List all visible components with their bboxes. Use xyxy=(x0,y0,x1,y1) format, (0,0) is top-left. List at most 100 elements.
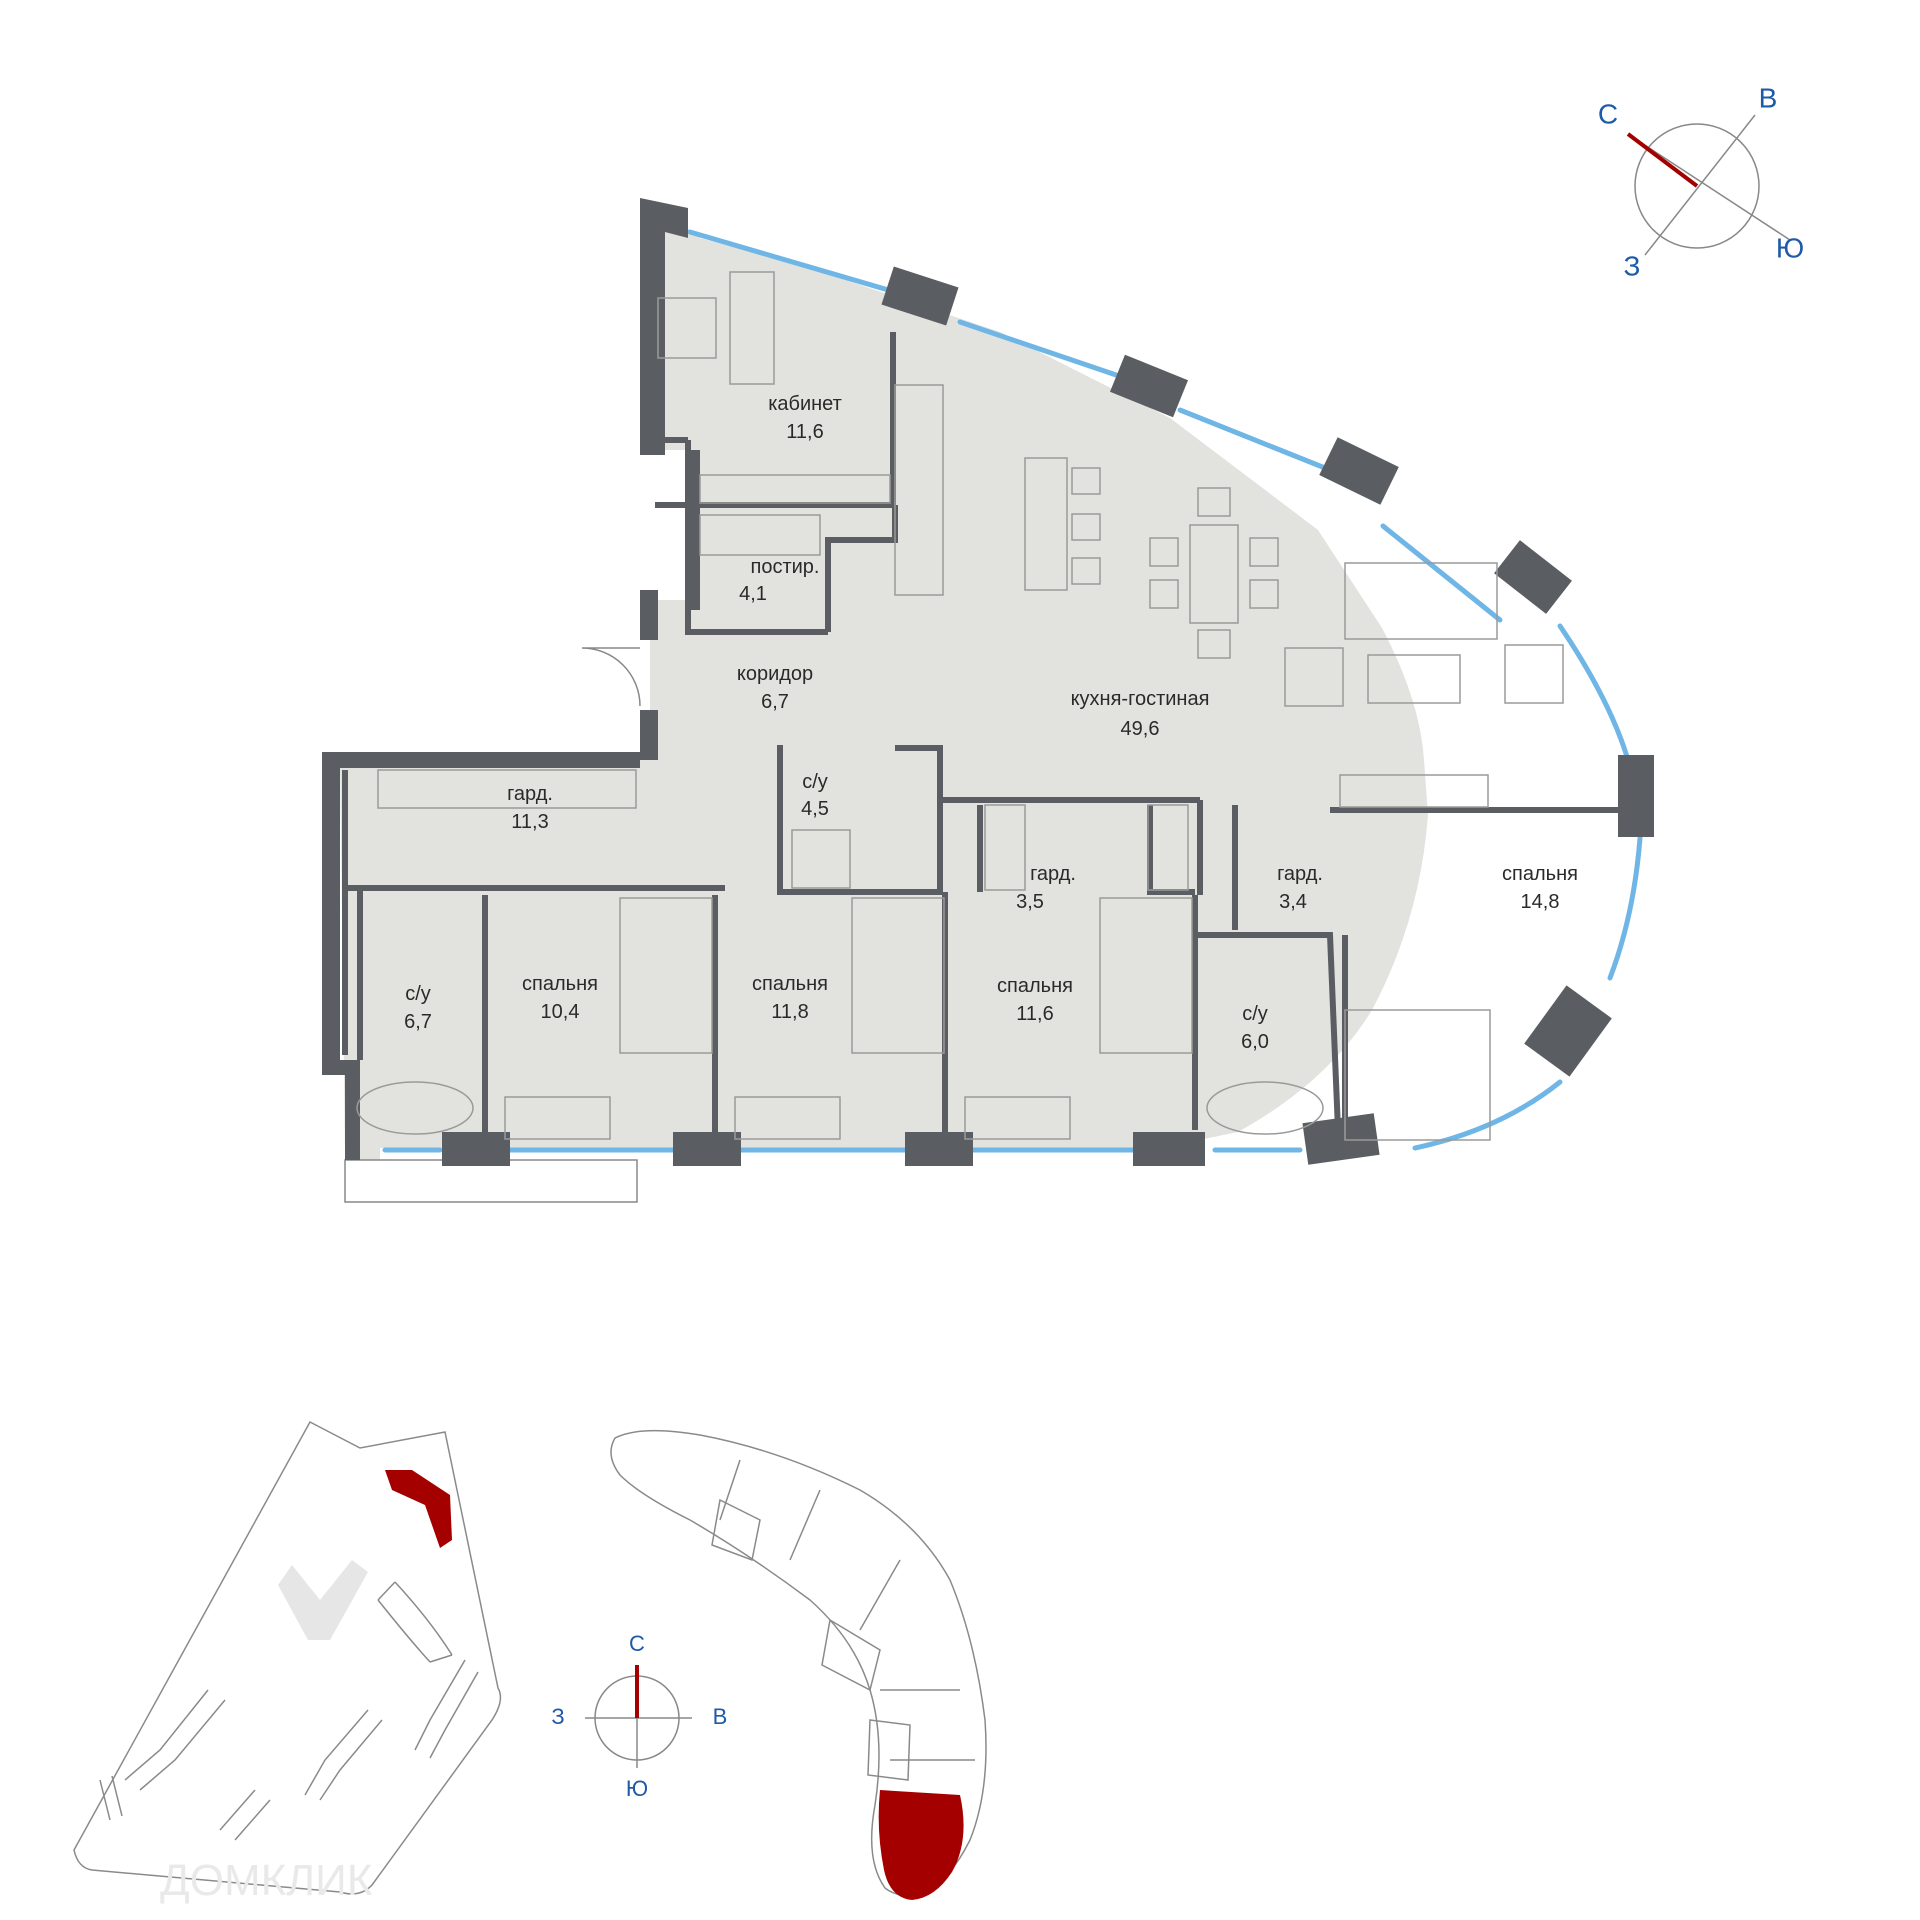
watermark: ДОМКЛИК xyxy=(160,1856,373,1905)
compass-small-south: Ю xyxy=(626,1776,648,1801)
dining-chair xyxy=(1197,487,1231,517)
room-labels: кабинет 11,6 постир. 4,1 коридор 6,7 кух… xyxy=(404,393,1578,1053)
exterior-walls xyxy=(322,198,1654,1166)
room-name-office: кабинет xyxy=(768,393,842,415)
pylon xyxy=(1524,985,1612,1077)
compass-main-north-arrow xyxy=(1626,132,1699,188)
kitchen-counter xyxy=(894,384,944,596)
compass-main-north: С xyxy=(1598,98,1618,129)
room-area-bath-right: 6,0 xyxy=(1241,1031,1269,1053)
dining-chair xyxy=(1249,579,1279,609)
coffee-table xyxy=(1367,654,1461,704)
wardrobe-unit xyxy=(734,1096,841,1140)
compass-small-east: В xyxy=(713,1704,728,1729)
compass-main-ring xyxy=(1634,123,1760,249)
shower xyxy=(791,829,851,889)
site-boundary xyxy=(73,1420,502,1895)
bed xyxy=(1099,897,1193,1054)
pylon xyxy=(1494,540,1572,614)
building-key-plan xyxy=(610,1429,987,1900)
room-name-laundry: постир. xyxy=(751,556,820,578)
site-building xyxy=(124,1689,226,1791)
wall-bath-left-bottom xyxy=(322,1060,360,1160)
wardrobe-shelf-right xyxy=(1147,804,1189,891)
dining-table xyxy=(1189,524,1239,624)
room-area-bath-left: 6,7 xyxy=(404,1011,432,1033)
wall-corridor-west xyxy=(640,590,658,760)
wall-north-left xyxy=(640,198,688,455)
kitchen-island xyxy=(1024,457,1068,591)
bar-stool xyxy=(1071,557,1101,585)
room-area-bedroom-1: 10,4 xyxy=(541,1001,580,1023)
building-highlight xyxy=(878,1790,964,1900)
compass-main-east: В xyxy=(1759,82,1778,113)
compass-small-north: С xyxy=(629,1631,645,1656)
armchair-office xyxy=(657,297,717,359)
armchair xyxy=(1284,647,1344,707)
pylon xyxy=(1319,437,1399,505)
wardrobe-unit xyxy=(504,1096,611,1140)
site-building xyxy=(219,1789,271,1841)
compass-main: С В Ю З xyxy=(1598,82,1804,281)
room-area-wardrobe-right: 3,4 xyxy=(1279,891,1307,913)
wardrobe-unit xyxy=(964,1096,1071,1140)
office-storage xyxy=(699,474,891,504)
pylon xyxy=(1133,1132,1205,1166)
room-area-kitchen-living: 49,6 xyxy=(1121,718,1160,740)
room-name-corridor: коридор xyxy=(737,663,813,685)
wall-wardrobes xyxy=(977,805,1630,930)
room-area-laundry: 4,1 xyxy=(739,583,767,605)
wall-bedroom-dividers xyxy=(482,892,1198,1132)
room-area-bath-small: 4,5 xyxy=(801,798,829,820)
dining-chair xyxy=(1249,537,1279,567)
pylon xyxy=(1109,354,1189,418)
bed xyxy=(851,897,945,1054)
room-area-corridor: 6,7 xyxy=(761,691,789,713)
wall-small-bath xyxy=(777,745,943,895)
compass-main-axis-ns xyxy=(1633,137,1791,241)
compass-main-west: З xyxy=(1624,250,1641,281)
compass-main-axis-ew xyxy=(1644,114,1756,256)
room-name-bedroom-2: спальня xyxy=(752,973,828,995)
wall-wardrobe-row xyxy=(345,797,1203,895)
pylon xyxy=(442,1132,510,1166)
room-area-bedroom-master: 14,8 xyxy=(1521,891,1560,913)
balcony xyxy=(344,1159,638,1203)
room-name-kitchen-living: кухня-гостиная xyxy=(1071,688,1210,710)
compass-small: С В Ю З xyxy=(551,1631,727,1801)
room-name-wardrobe-right: гард. xyxy=(1277,863,1323,885)
armchair xyxy=(1504,644,1564,704)
wardrobe-shelf-mid xyxy=(984,804,1026,891)
room-name-bath-small: с/у xyxy=(802,771,828,793)
building-core xyxy=(711,1498,911,1781)
room-name-wardrobe-mid: гард. xyxy=(1030,863,1076,885)
site-highlight xyxy=(385,1470,452,1548)
bathtub xyxy=(1206,1081,1324,1135)
room-area-bedroom-3: 11,6 xyxy=(1016,1003,1053,1025)
dining-chair xyxy=(1197,629,1231,659)
site-building xyxy=(414,1659,479,1759)
dining-chair xyxy=(1149,579,1179,609)
furniture xyxy=(356,271,1564,1141)
tv-unit xyxy=(1339,774,1489,808)
floor-fill xyxy=(340,200,1428,1160)
bar-stool xyxy=(1071,467,1101,495)
room-name-bedroom-master: спальня xyxy=(1502,863,1578,885)
pylon xyxy=(1302,1113,1380,1165)
room-name-bath-left: с/у xyxy=(405,983,431,1005)
room-name-bedroom-1: спальня xyxy=(522,973,598,995)
room-area-office: 11,6 xyxy=(786,421,823,443)
wall-bath-left xyxy=(342,770,363,1060)
site-plan xyxy=(73,1420,502,1895)
site-building xyxy=(99,1775,123,1821)
site-v-block xyxy=(278,1560,368,1640)
bed xyxy=(619,897,713,1054)
bed-master xyxy=(1344,1009,1491,1141)
bar-stool xyxy=(1071,513,1101,541)
room-area-bedroom-2: 11,8 xyxy=(771,1001,808,1023)
site-building xyxy=(304,1709,383,1801)
site-building xyxy=(377,1581,453,1663)
windows xyxy=(382,229,1643,1153)
entrance-door xyxy=(581,647,641,707)
